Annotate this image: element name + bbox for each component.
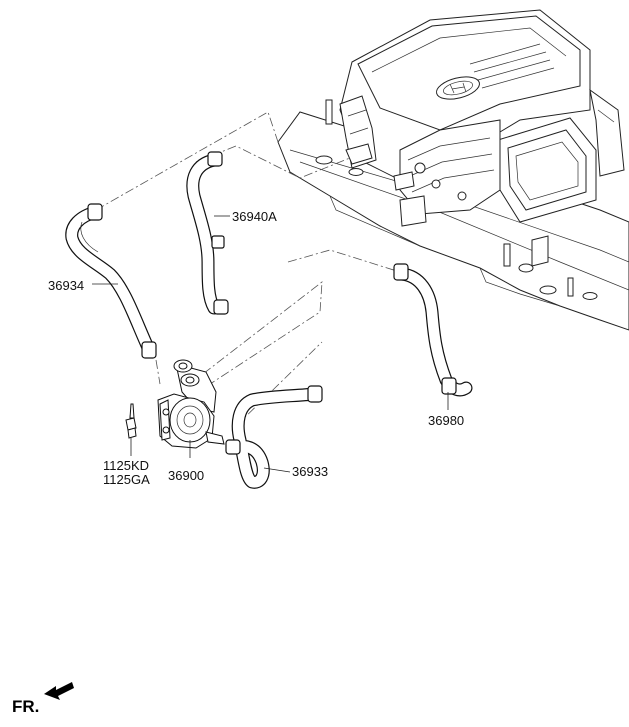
callout-36900: 36900 [168,468,204,483]
leader-lines [92,215,449,473]
hose-36940a[interactable] [186,151,229,315]
callout-1125kd: 1125KD [103,458,149,473]
hose-clamp [207,151,223,167]
hose-clamp [393,263,409,281]
front-arrow-icon [44,682,74,700]
front-label: FR. [12,697,39,716]
hose-clamp [211,235,225,249]
hose-36934[interactable] [65,203,157,359]
hose-clamp [441,377,457,395]
hose-36933[interactable] [225,385,323,489]
engine-assembly-illustration [277,9,629,331]
bolt-1125kd-1125ga[interactable] [125,403,137,439]
callout-36933: 36933 [292,464,328,479]
callout-36940a: 36940A [232,209,277,224]
hose-clamp [213,299,229,315]
hose-clamp [307,385,323,403]
front-orientation-marker: FR. [12,682,74,716]
hose-36980[interactable] [393,263,473,397]
hose-clamp [141,341,157,359]
electric-water-pump-36900[interactable] [157,359,225,449]
callout-1125ga: 1125GA [103,472,150,487]
callout-36980: 36980 [428,413,464,428]
hose-clamp [225,439,241,455]
hose-clamp [87,203,103,221]
callout-36934: 36934 [48,278,84,293]
